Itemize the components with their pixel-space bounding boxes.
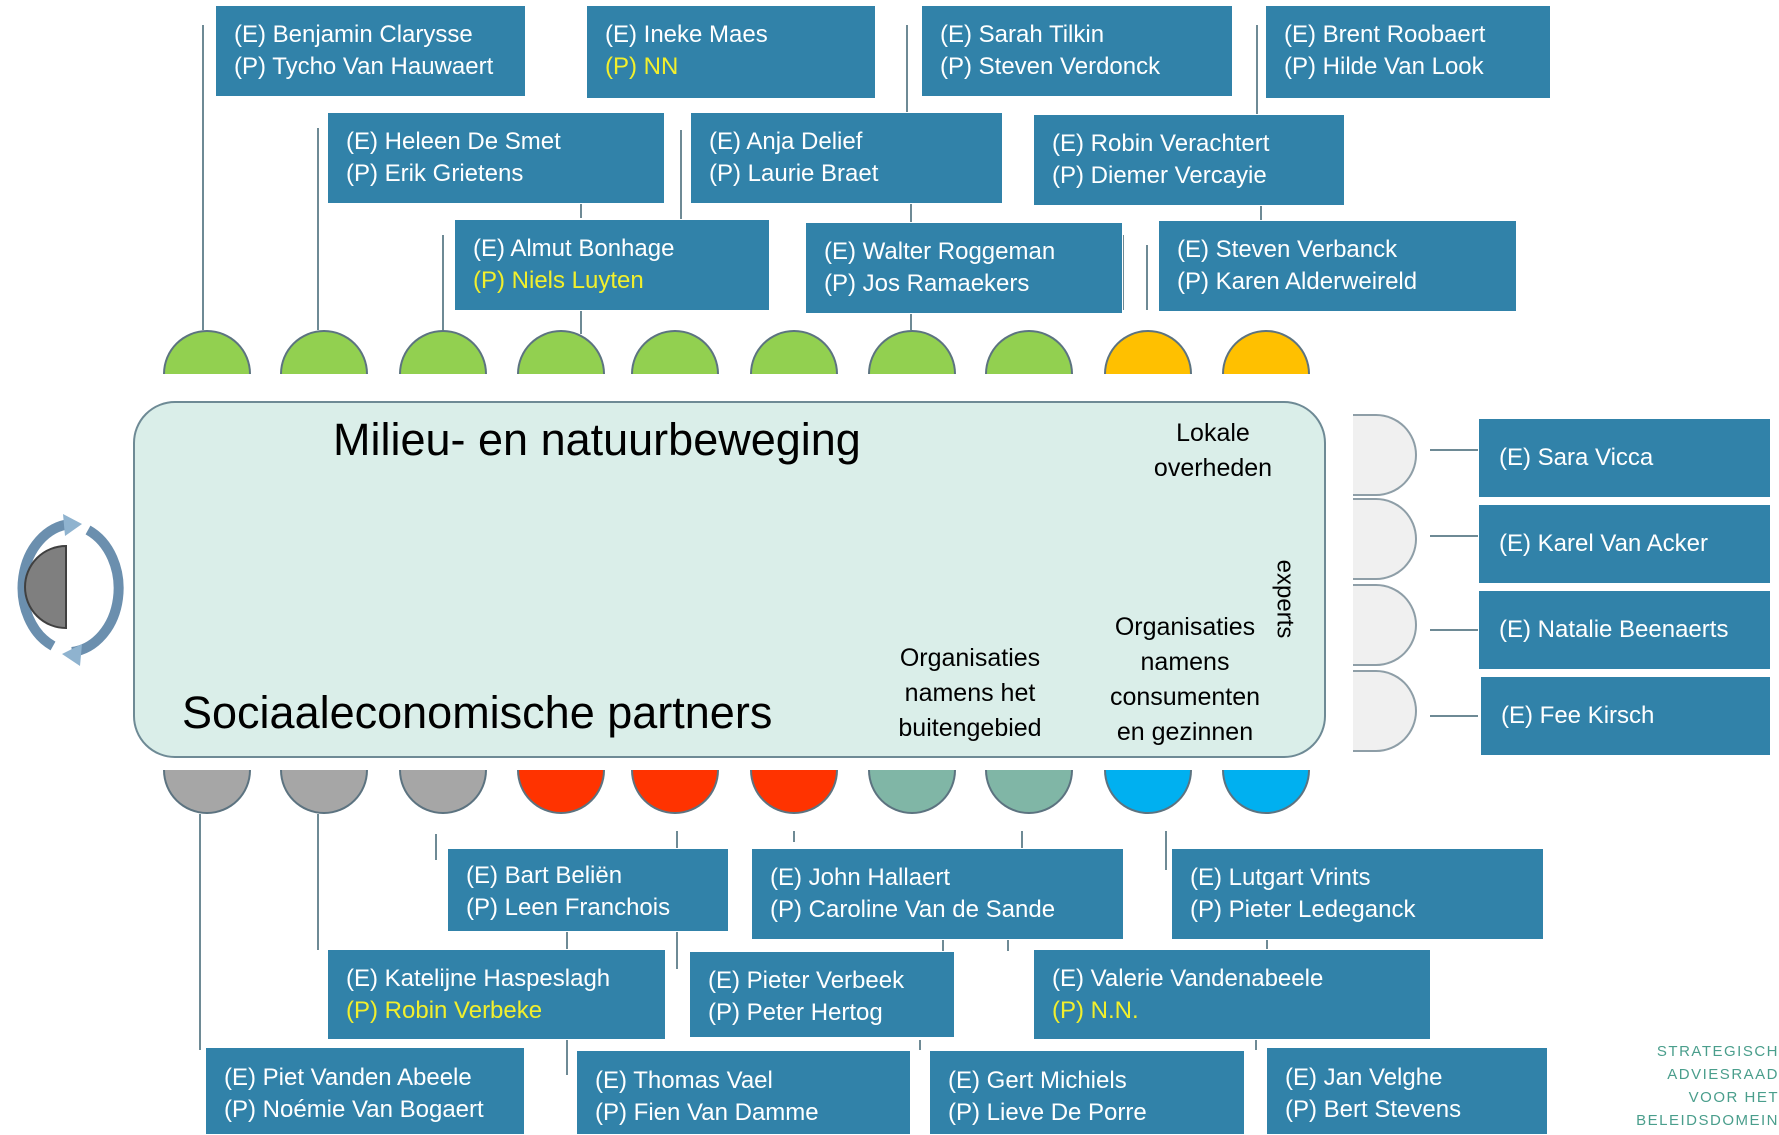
effective-member: (E) Steven Verbanck <box>1177 236 1398 263</box>
effective-member: (E) Piet Vanden Abeele <box>224 1064 472 1091</box>
participant-box: (E) Piet Vanden Abeele (P) Noémie Van Bo… <box>205 1047 525 1135</box>
participant-box: (E) John Hallaert (P) Caroline Van de Sa… <box>751 848 1124 940</box>
effective-member: (E) Almut Bonhage <box>473 235 675 262</box>
substitute-member: (P) Tycho Van Hauwaert <box>234 53 494 80</box>
substitute-member: (P) Bert Stevens <box>1285 1096 1462 1123</box>
effective-member: (E) John Hallaert <box>770 864 951 891</box>
participant-box: (E) Steven Verbanck (P) Karen Alderweire… <box>1158 220 1517 312</box>
local-label-line: Lokale <box>1176 419 1250 447</box>
participant-box: (E) Lutgart Vrints (P) Pieter Ledeganck <box>1171 848 1544 940</box>
rural-organisations-label: Organisaties namens het buitengebied <box>870 641 1070 746</box>
participant-box: (E) Katelijne Haspeslagh (P) Robin Verbe… <box>327 949 666 1040</box>
effective-member: (E) Sarah Tilkin <box>940 21 1105 48</box>
substitute-member: (P) N.N. <box>1052 997 1139 1024</box>
seat-expert <box>1353 498 1417 580</box>
effective-member: (E) Brent Roobaert <box>1284 21 1486 48</box>
effective-member: (E) Benjamin Clarysse <box>234 21 473 48</box>
experts-label: experts <box>1271 559 1299 639</box>
expert-box: (E) Natalie Beenaerts <box>1478 590 1771 670</box>
consumer-label-line: namens <box>1140 648 1230 676</box>
participant-box: (E) Heleen De Smet (P) Erik Grietens <box>327 112 665 204</box>
seat-expert <box>1353 414 1417 496</box>
logo-line: BELEIDSDOMEIN <box>1636 1112 1779 1129</box>
substitute-member: (P) Laurie Braet <box>709 160 879 187</box>
effective-member: (E) Ineke Maes <box>605 21 768 48</box>
substitute-member: (P) Caroline Van de Sande <box>770 896 1056 923</box>
conference-table <box>133 401 1326 758</box>
participant-box: (E) Thomas Vael (P) Fien Van Damme <box>576 1050 911 1135</box>
effective-member: (E) Anja Delief <box>709 128 863 155</box>
substitute-member: (P) Robin Verbeke <box>346 997 543 1024</box>
effective-member: (E) Robin Verachtert <box>1052 130 1270 157</box>
consumer-organisations-label: Organisaties namens consumenten en gezin… <box>1090 610 1280 750</box>
effective-member: (E) Jan Velghe <box>1285 1064 1443 1091</box>
rural-label-line: namens het <box>904 679 1036 707</box>
substitute-member: (P) Leen Franchois <box>466 894 671 921</box>
substitute-member: (P) NN <box>605 53 679 80</box>
substitute-member: (P) Karen Alderweireld <box>1177 268 1418 295</box>
local-label-line: overheden <box>1153 454 1273 482</box>
rural-label-line: Organisaties <box>899 644 1041 672</box>
substitute-member: (P) Diemer Vercayie <box>1052 162 1267 189</box>
participant-box: (E) Brent Roobaert (P) Hilde Van Look <box>1265 5 1551 99</box>
substitute-member: (P) Lieve De Porre <box>948 1099 1147 1126</box>
participant-box: (E) Bart Beliën (P) Leen Franchois <box>447 848 729 932</box>
participant-box: (E) Sarah Tilkin (P) Steven Verdonck <box>921 5 1233 97</box>
effective-member: (E) Katelijne Haspeslagh <box>346 965 611 992</box>
effective-member: (E) Heleen De Smet <box>346 128 561 155</box>
expert-box: (E) Sara Vicca <box>1478 418 1771 498</box>
rural-label-line: buitengebied <box>898 714 1042 742</box>
participant-box: (E) Ineke Maes (P) NN <box>586 5 876 99</box>
logo-line: VOOR HET <box>1688 1089 1779 1106</box>
organisation-logo-text: STRATEGISCH ADVIESRAAD VOOR HET BELEIDSD… <box>1636 1040 1779 1132</box>
local-government-label: Lokale overheden <box>1138 416 1288 486</box>
participant-box: (E) Robin Verachtert (P) Diemer Vercayie <box>1033 114 1345 206</box>
chair-cycle-icon <box>17 514 124 666</box>
environment-group-label: Milieu- en natuurbeweging <box>333 414 861 465</box>
participant-box: (E) Anja Delief (P) Laurie Braet <box>690 112 1003 204</box>
substitute-member: (P) Jos Ramaekers <box>824 270 1030 297</box>
logo-line: STRATEGISCH <box>1656 1043 1779 1060</box>
participant-box: (E) Valerie Vandenabeele (P) N.N. <box>1033 949 1431 1040</box>
participant-box: (E) Pieter Verbeek (P) Peter Hertog <box>689 951 955 1038</box>
logo-line: ADVIESRAAD <box>1667 1066 1779 1083</box>
substitute-member: (P) Peter Hertog <box>708 999 883 1026</box>
participant-box: (E) Gert Michiels (P) Lieve De Porre <box>929 1050 1245 1135</box>
effective-member: (E) Bart Beliën <box>466 862 623 889</box>
effective-member: (E) Lutgart Vrints <box>1190 864 1371 891</box>
effective-member: (E) Walter Roggeman <box>824 238 1056 265</box>
effective-member: (E) Thomas Vael <box>595 1067 773 1094</box>
consumer-label-line: Organisaties <box>1114 613 1256 641</box>
substitute-member: (P) Steven Verdonck <box>940 53 1161 80</box>
participant-box: (E) Benjamin Clarysse (P) Tycho Van Hauw… <box>215 5 526 97</box>
socioeconomic-group-label: Sociaaleconomische partners <box>182 687 773 738</box>
participant-box: (E) Jan Velghe (P) Bert Stevens <box>1266 1047 1548 1135</box>
substitute-member: (P) Pieter Ledeganck <box>1190 896 1416 923</box>
consumer-label-line: en gezinnen <box>1116 718 1254 746</box>
participant-box: (E) Almut Bonhage (P) Niels Luyten <box>454 219 770 311</box>
effective-member: (E) Pieter Verbeek <box>708 967 905 994</box>
participant-box: (E) Walter Roggeman (P) Jos Ramaekers <box>805 222 1123 314</box>
effective-member: (E) Valerie Vandenabeele <box>1052 965 1324 992</box>
substitute-member: (P) Erik Grietens <box>346 160 524 187</box>
substitute-member: (P) Noémie Van Bogaert <box>224 1096 484 1123</box>
substitute-member: (P) Fien Van Damme <box>595 1099 819 1126</box>
seat-expert <box>1353 584 1417 666</box>
expert-box: (E) Karel Van Acker <box>1478 504 1771 584</box>
effective-member: (E) Gert Michiels <box>948 1067 1127 1094</box>
expert-box: (E) Fee Kirsch <box>1480 676 1771 756</box>
seat-expert <box>1353 670 1417 752</box>
consumer-label-line: consumenten <box>1109 683 1261 711</box>
substitute-member: (P) Niels Luyten <box>473 267 644 294</box>
substitute-member: (P) Hilde Van Look <box>1284 53 1484 80</box>
